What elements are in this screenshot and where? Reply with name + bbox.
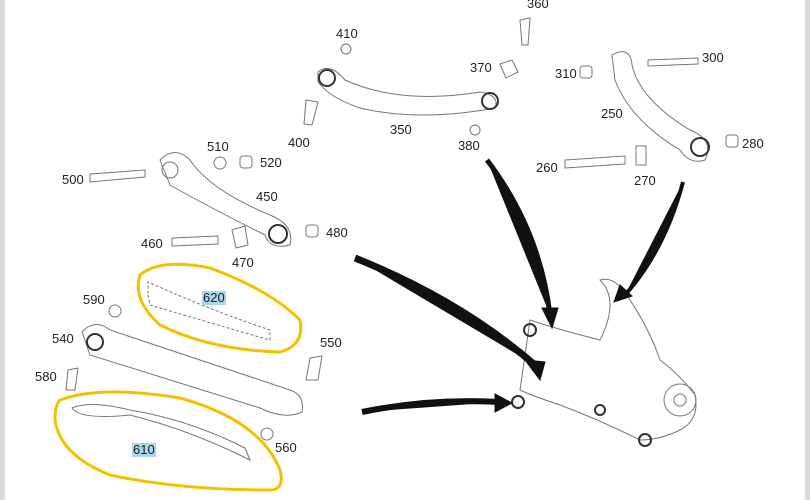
arrow-540 <box>361 398 501 415</box>
assembled-axle <box>511 278 697 447</box>
nut-560 <box>260 427 274 441</box>
washer-510 <box>213 156 227 170</box>
arrow-250 <box>623 181 685 297</box>
callout-250: 250 <box>601 106 623 121</box>
callout-370: 370 <box>470 60 492 75</box>
callout-300: 300 <box>702 50 724 65</box>
callout-560: 560 <box>275 440 297 455</box>
control-arm-250 <box>611 51 710 162</box>
nut-280 <box>725 134 739 148</box>
bolt-500 <box>89 169 146 183</box>
arrow-350 <box>485 158 553 316</box>
callout-400: 400 <box>288 135 310 150</box>
control-arm-350 <box>317 67 499 116</box>
arrow-450 <box>353 254 538 368</box>
callout-260: 260 <box>536 160 558 175</box>
callout-450: 450 <box>256 189 278 204</box>
arrow-head-250 <box>613 284 633 303</box>
right-border <box>805 0 810 500</box>
nut-480 <box>305 224 319 238</box>
callout-590: 590 <box>83 292 105 307</box>
shield-610 <box>71 404 251 462</box>
callout-470: 470 <box>232 255 254 270</box>
bolt-300 <box>647 57 699 67</box>
callout-270: 270 <box>634 173 656 188</box>
callout-550: 550 <box>320 335 342 350</box>
callout-540: 540 <box>52 331 74 346</box>
callout-410: 410 <box>336 26 358 41</box>
callout-580: 580 <box>35 369 57 384</box>
bolt-400 <box>303 99 319 126</box>
callout-480: 480 <box>326 225 348 240</box>
bolt-550 <box>305 355 323 381</box>
left-border <box>0 0 5 500</box>
callout-310: 310 <box>555 66 577 81</box>
control-arm-540 <box>81 324 303 416</box>
bolt-460 <box>171 235 219 247</box>
callout-520: 520 <box>260 155 282 170</box>
nut-590 <box>108 304 122 318</box>
nut-380 <box>469 124 481 136</box>
bolt-360 <box>519 17 531 46</box>
shield-620 <box>147 281 271 341</box>
callout-460: 460 <box>141 236 163 251</box>
callout-510: 510 <box>207 139 229 154</box>
bolt-260 <box>564 155 626 169</box>
callout-360: 360 <box>527 0 549 11</box>
nut-310 <box>579 65 593 79</box>
nut-520 <box>239 155 253 169</box>
callout-500: 500 <box>62 172 84 187</box>
callout-610-highlighted: 610 <box>132 442 156 457</box>
callout-620-highlighted: 620 <box>202 290 226 305</box>
arrow-head-450 <box>523 359 546 382</box>
callout-280: 280 <box>742 136 764 151</box>
arrow-head-350 <box>541 307 559 330</box>
callout-380: 380 <box>458 138 480 153</box>
highlight-ellipse-610 <box>53 390 283 492</box>
arrow-head-540 <box>494 393 514 413</box>
control-arm-450 <box>159 152 292 247</box>
callout-350: 350 <box>390 122 412 137</box>
washer-270 <box>635 145 647 166</box>
eccentric-470 <box>231 225 249 249</box>
nut-410 <box>340 43 352 55</box>
washer-370 <box>499 59 519 79</box>
highlight-ellipse-620 <box>136 262 303 354</box>
bolt-580 <box>65 367 79 391</box>
